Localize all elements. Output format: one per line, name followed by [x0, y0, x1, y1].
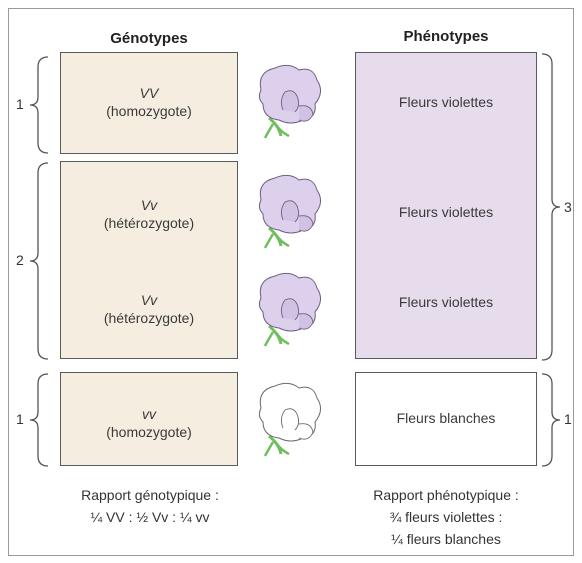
count-right-2: 1	[564, 411, 572, 427]
phenotypes-header: Phénotypes	[355, 28, 537, 45]
purple-flower-icon	[255, 268, 327, 348]
genotype-4: vv (homozygote)	[60, 405, 238, 441]
phenotypic-ratio: Rapport phénotypique : ¾ fleurs violette…	[335, 484, 557, 550]
left-brace-1	[20, 55, 50, 155]
phenotype-3: Fleurs violettes	[355, 294, 537, 310]
genotypic-ratio-label: Rapport génotypique :	[40, 484, 260, 506]
genotype-3: Vv (hétérozygote)	[60, 291, 238, 327]
genotype-label: (homozygote)	[106, 424, 192, 440]
phenotype-4: Fleurs blanches	[355, 410, 537, 426]
genotype-label: (hétérozygote)	[104, 310, 194, 326]
phenotypic-ratio-label: Rapport phénotypique :	[335, 484, 557, 506]
count-left-2: 2	[16, 252, 24, 268]
genotypes-header: Génotypes	[60, 30, 238, 47]
genotype-symbol: Vv	[60, 291, 238, 309]
genotypic-ratio: Rapport génotypique : ¼ VV : ½ Vv : ¼ vv	[40, 484, 260, 528]
genotype-box-heterozygote	[60, 161, 238, 359]
phenotypic-ratio-line2: ¼ fleurs blanches	[335, 528, 557, 550]
purple-flower-icon	[255, 170, 327, 250]
genotype-label: (hétérozygote)	[104, 215, 194, 231]
phenotype-1: Fleurs violettes	[355, 94, 537, 110]
genotype-symbol: Vv	[60, 196, 238, 214]
genotypic-ratio-value: ¼ VV : ½ Vv : ¼ vv	[40, 506, 260, 528]
phenotypic-ratio-line1: ¾ fleurs violettes :	[335, 506, 557, 528]
white-flower-icon	[255, 378, 327, 458]
genotype-symbol: vv	[60, 405, 238, 423]
purple-flower-icon	[255, 60, 327, 140]
genotype-1: VV (homozygote)	[60, 84, 238, 120]
left-brace-2	[20, 161, 50, 361]
genotype-symbol: VV	[60, 84, 238, 102]
phenotype-2: Fleurs violettes	[355, 204, 537, 220]
genotype-2: Vv (hétérozygote)	[60, 196, 238, 232]
count-left-3: 1	[16, 411, 24, 427]
count-left-1: 1	[16, 96, 24, 112]
genotype-label: (homozygote)	[106, 103, 192, 119]
count-right-1: 3	[564, 199, 572, 215]
left-brace-3	[20, 372, 50, 468]
